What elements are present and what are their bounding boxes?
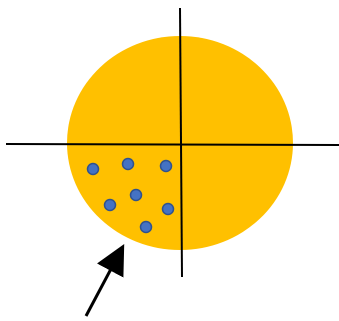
data-dot	[159, 159, 173, 173]
arrow-up-right-icon	[84, 244, 125, 317]
dot-cluster	[86, 157, 175, 234]
horizontal-axis	[5, 143, 339, 146]
data-dot	[86, 162, 100, 176]
data-dot	[139, 220, 153, 234]
vertical-axis	[179, 7, 183, 278]
data-dot	[161, 202, 175, 216]
data-dot	[129, 188, 143, 202]
data-dot	[121, 157, 135, 171]
data-dot	[103, 198, 117, 212]
yellow-circle	[67, 36, 293, 250]
